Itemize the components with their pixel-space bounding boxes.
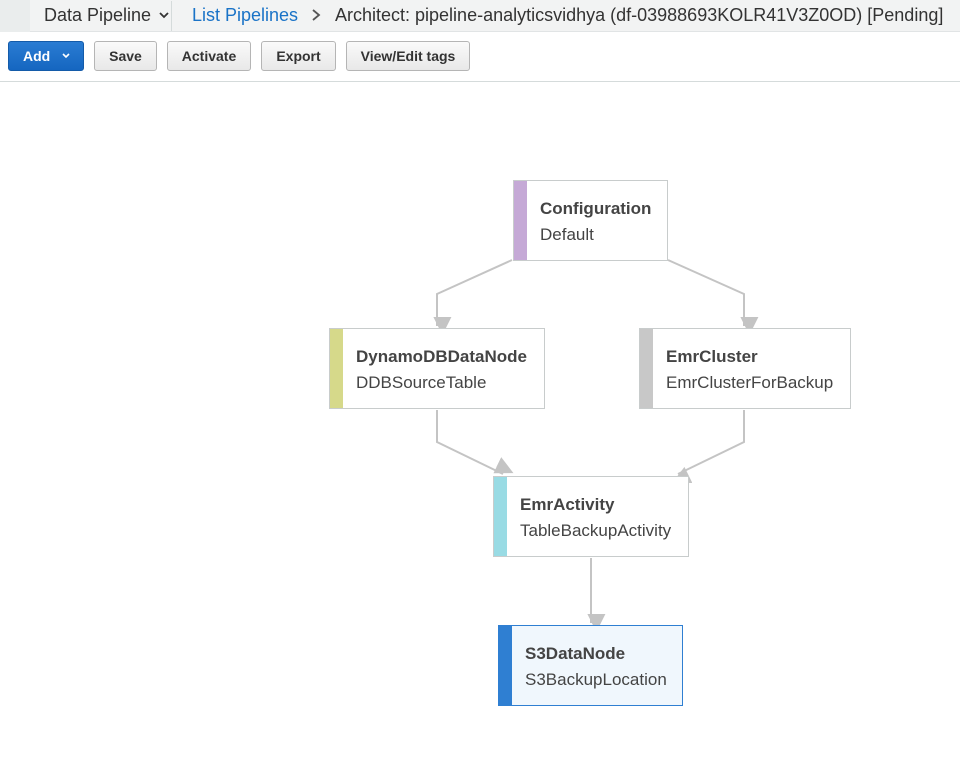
node-type-label: EmrCluster	[666, 347, 758, 366]
node-type-label: Configuration	[540, 199, 652, 218]
save-button[interactable]: Save	[94, 41, 157, 71]
connector-lines	[433, 259, 759, 632]
node-color-bar	[330, 329, 343, 408]
node-color-bar	[640, 329, 653, 408]
breadcrumb-list-pipelines[interactable]: List Pipelines	[192, 5, 299, 25]
edge-emrcluster-emractivity	[672, 410, 745, 484]
breadcrumb-bar: Data Pipeline List Pipelines Architect: …	[0, 0, 960, 32]
node-name-label: Default	[540, 225, 594, 244]
divider	[171, 1, 172, 31]
node-name-label: EmrClusterForBackup	[666, 373, 834, 392]
chevron-down-icon[interactable]	[159, 10, 169, 20]
chevron-right-icon	[312, 9, 321, 21]
add-button-label: Add	[23, 48, 51, 64]
node-dynamodb[interactable]: DynamoDBDataNode DDBSourceTable	[329, 328, 545, 409]
edge-configuration-dynamodb	[433, 259, 513, 335]
node-configuration[interactable]: Configuration Default	[513, 180, 668, 261]
node-type-label: DynamoDBDataNode	[356, 347, 527, 366]
export-button[interactable]: Export	[261, 41, 336, 71]
page-title: Architect: pipeline-analyticsvidhya (df-…	[335, 5, 944, 25]
node-color-bar	[499, 626, 512, 705]
activate-button[interactable]: Activate	[167, 41, 251, 71]
service-menu[interactable]: Data Pipeline	[44, 5, 152, 25]
node-emrcluster[interactable]: EmrCluster EmrClusterForBackup	[639, 328, 851, 409]
node-color-bar	[494, 477, 507, 556]
node-name-label: DDBSourceTable	[356, 373, 487, 392]
toolbar: Add Save Activate Export View/Edit tags	[0, 32, 960, 82]
node-s3[interactable]: S3DataNode S3BackupLocation	[498, 625, 683, 706]
chevron-down-icon	[62, 53, 70, 59]
add-button[interactable]: Add	[8, 41, 84, 71]
node-type-label: EmrActivity	[520, 495, 615, 514]
pipeline-canvas[interactable]: Configuration Default DynamoDBDataNode D…	[0, 82, 960, 759]
view-edit-tags-button[interactable]: View/Edit tags	[346, 41, 470, 71]
node-color-bar	[514, 181, 527, 260]
edge-dynamodb-emractivity	[436, 410, 514, 475]
node-name-label: TableBackupActivity	[520, 521, 672, 540]
node-name-label: S3BackupLocation	[525, 670, 667, 689]
edge-configuration-emrcluster	[667, 259, 759, 335]
nav-strip	[0, 0, 30, 32]
node-emractivity[interactable]: EmrActivity TableBackupActivity	[493, 476, 689, 557]
node-type-label: S3DataNode	[525, 644, 626, 663]
